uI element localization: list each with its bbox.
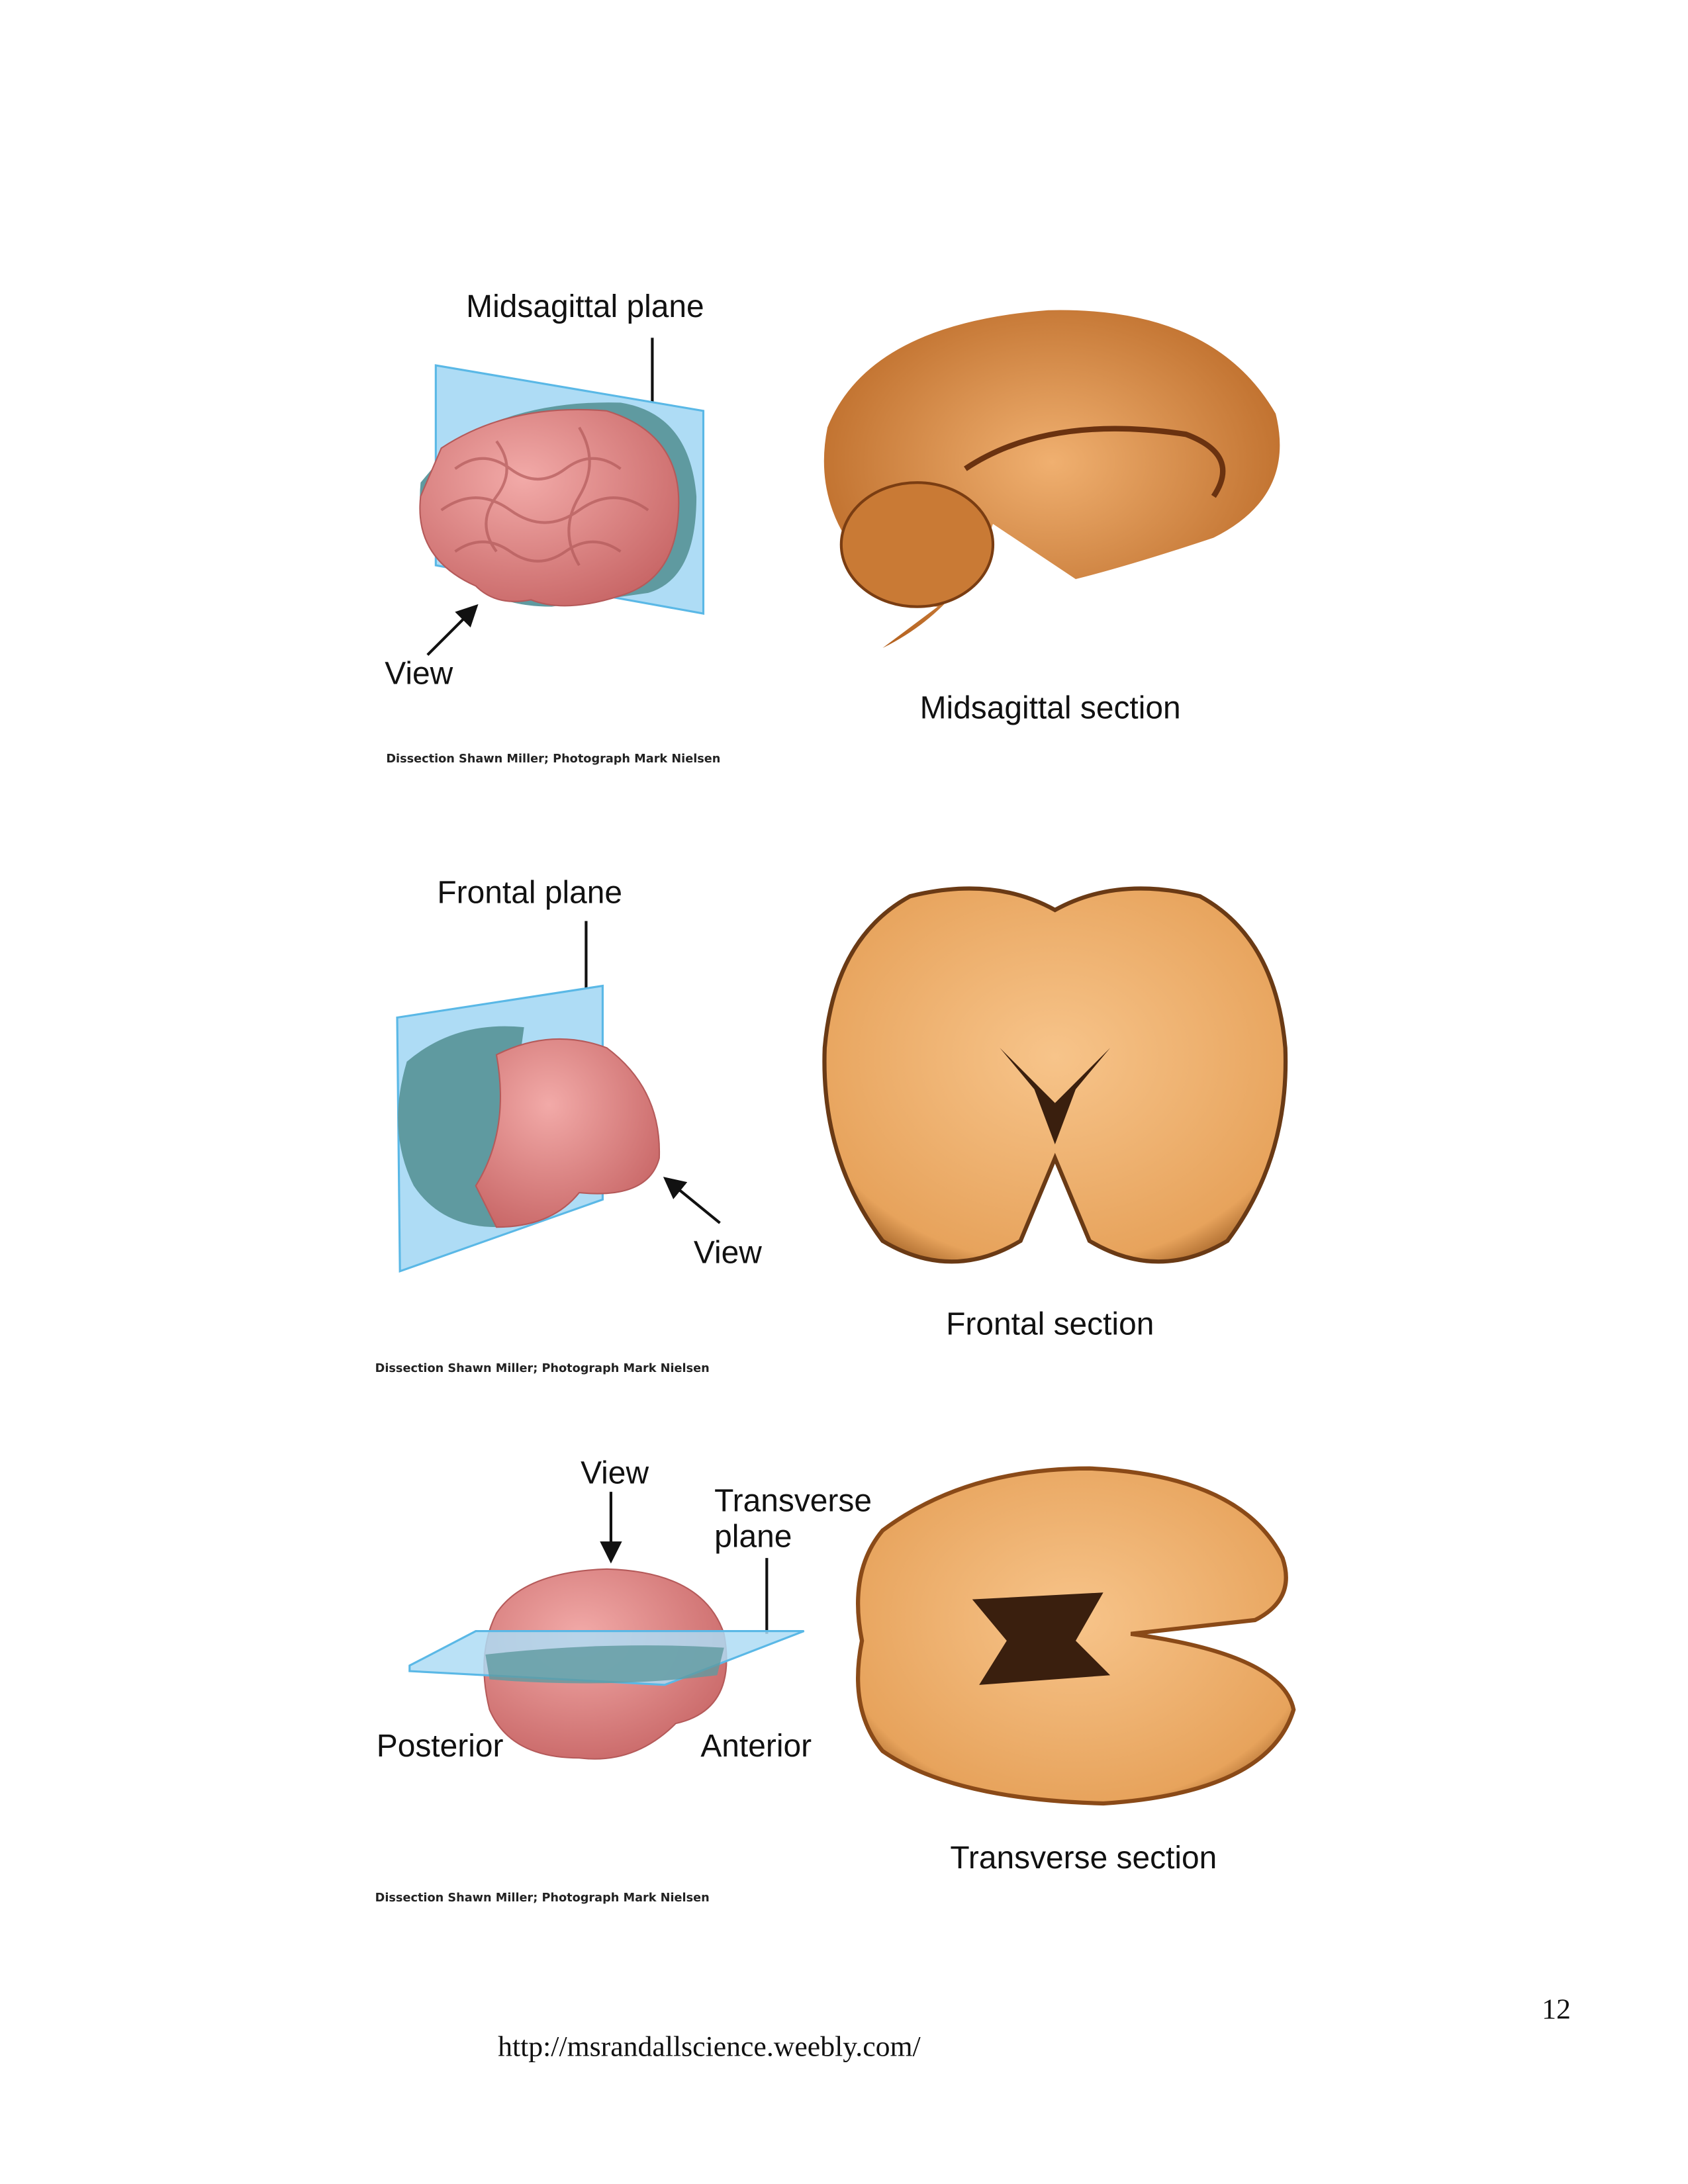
brain-gyri xyxy=(440,426,649,567)
frontal-section-label: Frontal section xyxy=(946,1307,1154,1342)
lateral-ventricles xyxy=(1000,1048,1111,1145)
view-label: View xyxy=(581,1456,649,1491)
transverse-plane-label-line1: Transverse xyxy=(714,1483,872,1518)
view-arrow xyxy=(426,604,479,657)
page-number: 12 xyxy=(1542,1993,1571,2025)
brain-illustration xyxy=(475,1038,661,1228)
brain-cut-surface xyxy=(485,1645,724,1684)
midsagittal-section-label: Midsagittal section xyxy=(920,690,1181,725)
view-arrow xyxy=(663,1177,721,1224)
brain-illustration xyxy=(419,408,680,607)
frontal-plane-label: Frontal plane xyxy=(437,876,622,911)
cerebellum xyxy=(839,481,995,608)
frontal-figure: Frontal plane View Frontal section Disse… xyxy=(375,876,1288,1375)
posterior-label: Posterior xyxy=(377,1729,504,1764)
transverse-figure: View Transverse plane Posterior Anterior… xyxy=(375,1456,1296,1905)
midsagittal-plane-label: Midsagittal plane xyxy=(466,289,704,324)
corpus-callosum xyxy=(964,426,1226,498)
transverse-section-label: Transverse section xyxy=(950,1841,1217,1876)
midsagittal-figure: Midsagittal plane View Midsagittal secti… xyxy=(385,289,1280,766)
view-label: View xyxy=(694,1235,762,1270)
transverse-plane-label-line2: plane xyxy=(714,1520,792,1555)
footer-url[interactable]: http://msrandallscience.weebly.com/ xyxy=(498,2030,921,2062)
photo-credit: Dissection Shawn Miller; Photograph Mark… xyxy=(375,1362,710,1375)
lateral-ventricles xyxy=(972,1592,1111,1685)
anterior-label: Anterior xyxy=(700,1729,812,1764)
view-label: View xyxy=(385,656,453,691)
frontal-section-photo xyxy=(822,886,1288,1264)
photo-credit: Dissection Shawn Miller; Photograph Mark… xyxy=(375,1891,710,1905)
photo-credit: Dissection Shawn Miller; Photograph Mark… xyxy=(386,752,720,766)
